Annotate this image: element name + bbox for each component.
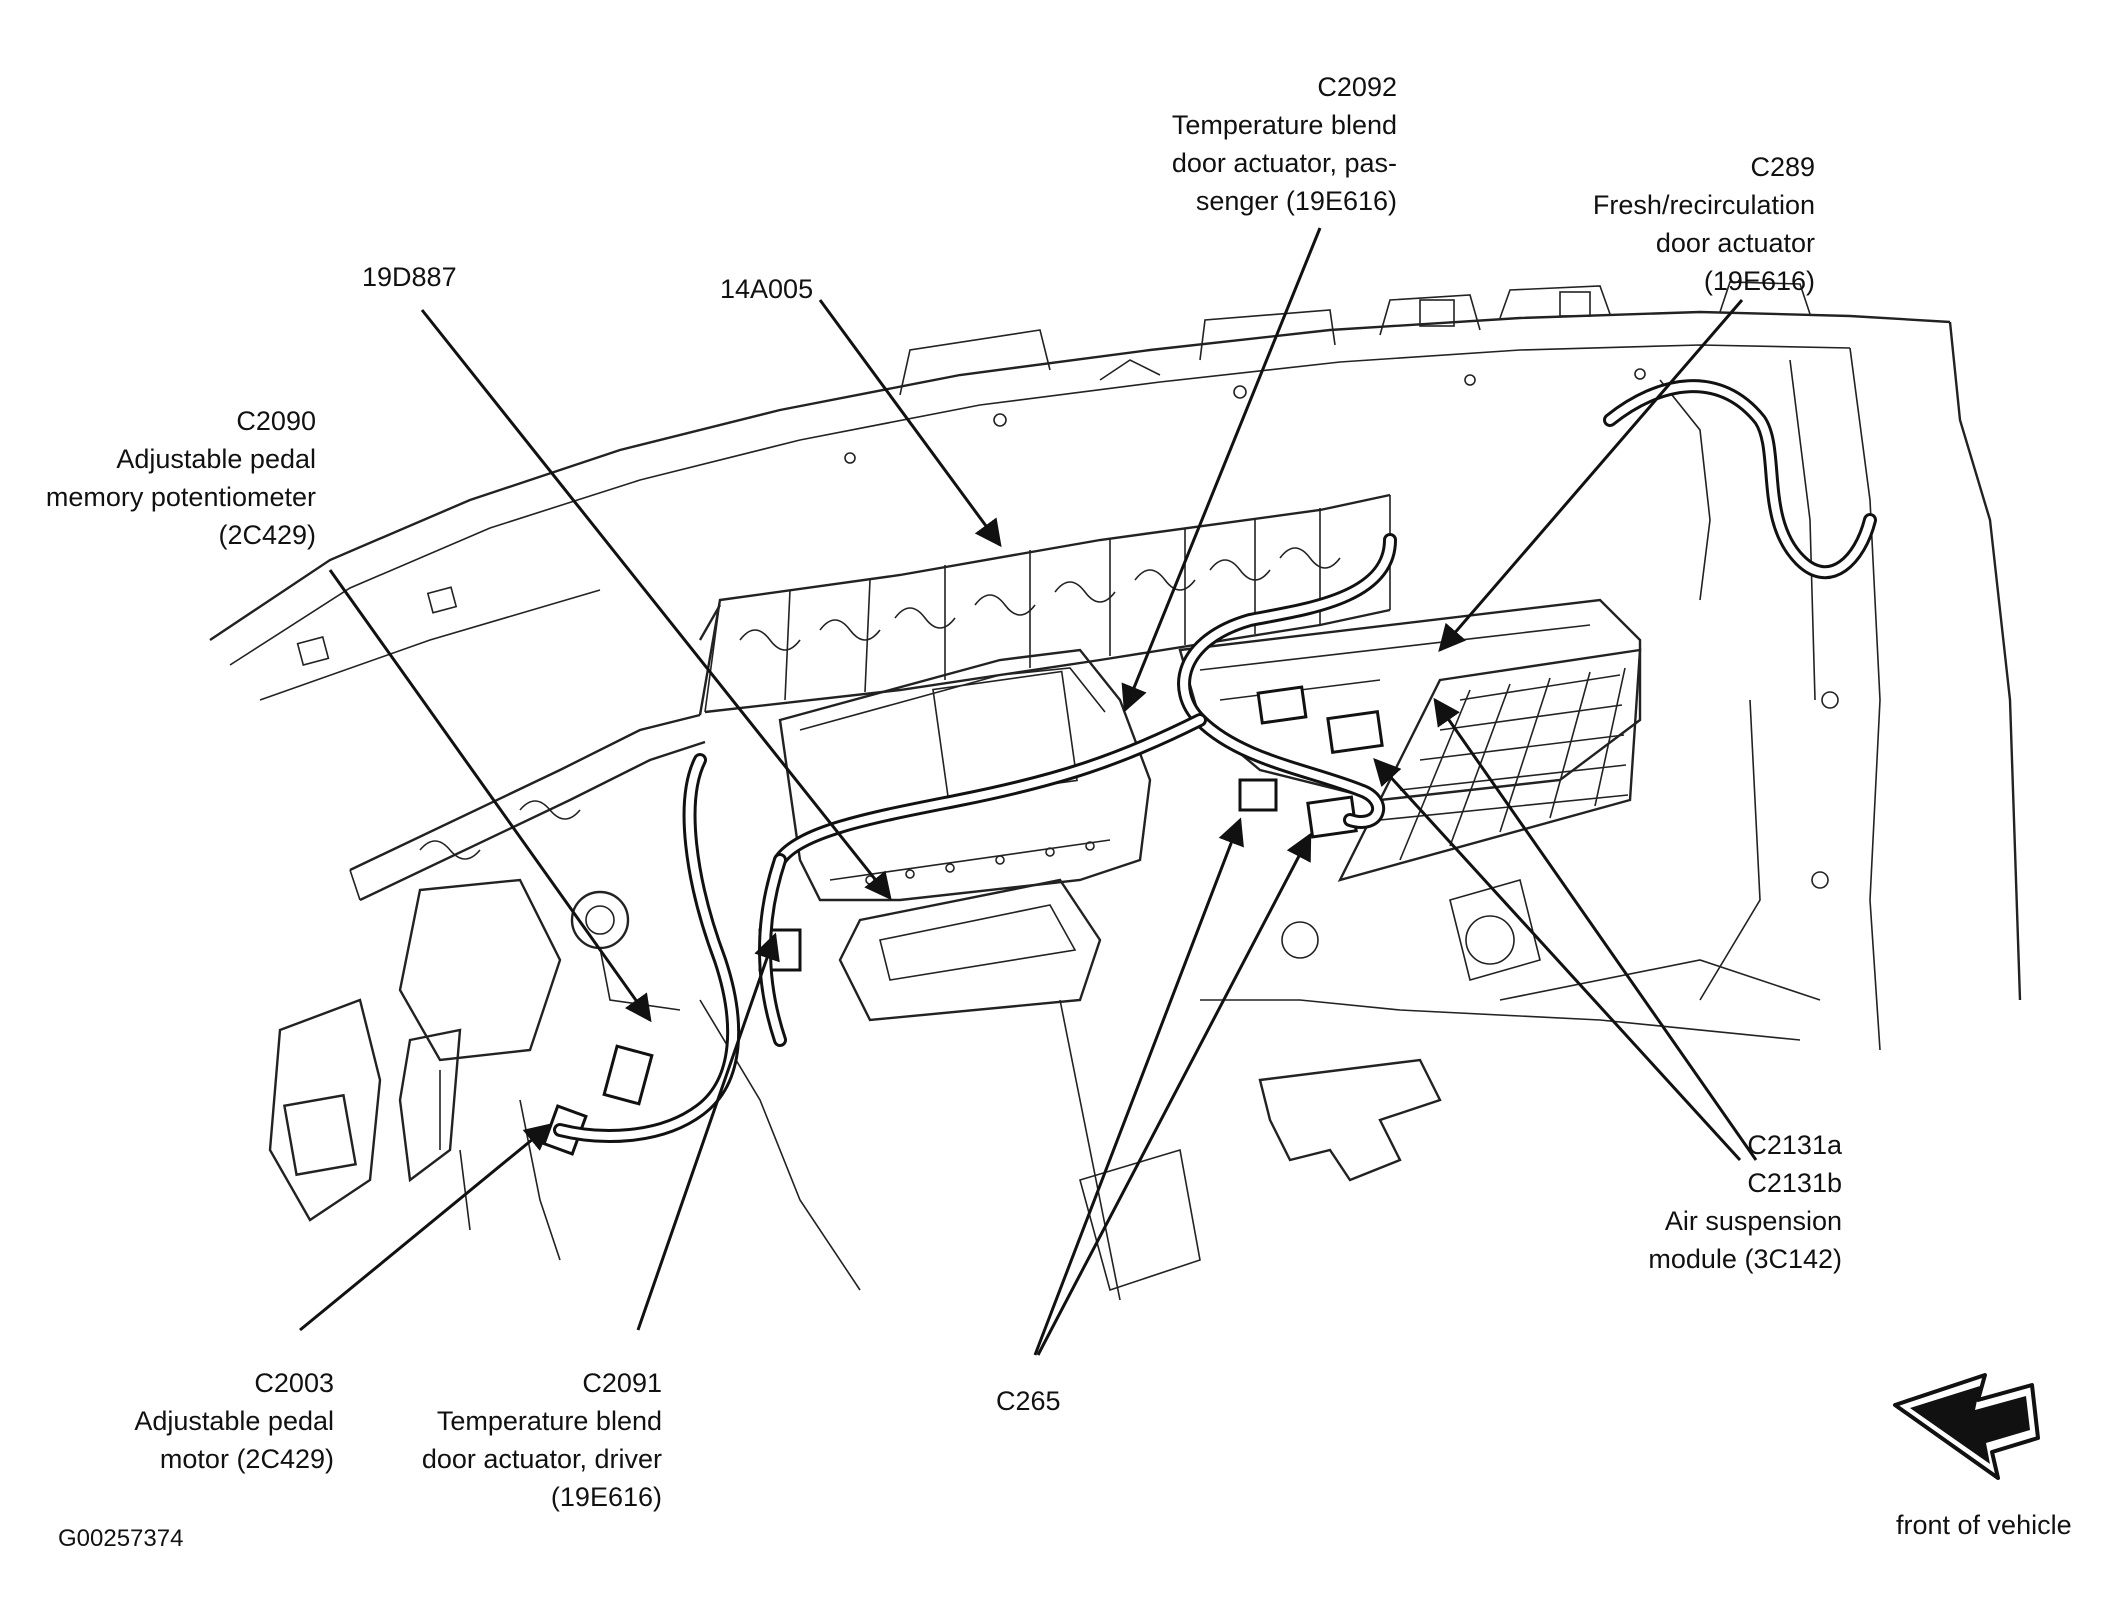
figure-id: G00257374 (58, 1525, 184, 1552)
leader-c2091 (636, 932, 780, 1331)
callout-c2092-line-4: senger (19E616) (1195, 186, 1397, 216)
callout-c2003-line-1: C2003 (254, 1368, 334, 1398)
callout-19d887-line-1: 19D887 (362, 262, 457, 292)
callout-c2092-line-1: C2092 (1317, 72, 1397, 102)
leader-c2003 (299, 1123, 553, 1332)
leader-lines (299, 227, 1758, 1356)
callout-c2003-line-2: Adjustable pedal (134, 1406, 334, 1436)
callout-c265-line-1: C265 (996, 1386, 1061, 1416)
callout-c2131-line-3: Air suspension (1664, 1206, 1842, 1236)
callout-c2090-line-4: (2C429) (218, 520, 316, 550)
callout-c2092: C2092 Temperature blend door actuator, p… (1172, 68, 1397, 220)
callout-c2131-line-2: C2131b (1747, 1168, 1842, 1198)
leader-14a005 (818, 299, 1002, 548)
hvac-module (1178, 598, 1642, 882)
cowl-panel (209, 281, 1951, 701)
right-pillar (1499, 321, 2022, 1051)
callout-c265: C265 (996, 1382, 1061, 1420)
callout-c2131: C2131a C2131b Air suspension module (3C1… (1648, 1126, 1842, 1278)
callout-c289-line-4: (19E616) (1703, 266, 1815, 296)
callout-c289-line-3: door actuator (1655, 228, 1815, 258)
leader-c265-b (1036, 832, 1312, 1356)
callout-c2092-line-2: Temperature blend (1171, 110, 1397, 140)
callout-c2091-line-3: door actuator, driver (421, 1444, 662, 1474)
cross-car-beam (349, 493, 1391, 902)
callout-c2090-line-3: memory potentiometer (45, 482, 316, 512)
center-stack (778, 648, 1152, 1022)
front-direction-arrow (1893, 1373, 2040, 1480)
callout-c2091: C2091 Temperature blend door actuator, d… (422, 1364, 662, 1516)
floor-tunnel (699, 879, 1801, 1301)
callout-c2091-line-1: C2091 (582, 1368, 662, 1398)
leader-c265-a (1033, 817, 1244, 1356)
callout-c2090-line-2: Adjustable pedal (116, 444, 316, 474)
front-of-vehicle-label: front of vehicle (1896, 1510, 2072, 1540)
callout-c2091-line-2: Temperature blend (436, 1406, 662, 1436)
wiring-harness (553, 533, 1397, 1143)
leader-c2090 (328, 569, 652, 1023)
callout-c2003-line-3: motor (2C429) (159, 1444, 334, 1474)
leader-c289 (1438, 299, 1744, 653)
callout-c2091-line-4: (19E616) (550, 1482, 662, 1512)
callout-c289-line-2: Fresh/recirculation (1592, 190, 1815, 220)
callout-14a005: 14A005 (720, 270, 813, 308)
leader-c2131a (1373, 758, 1742, 1162)
callout-c2003: C2003 Adjustable pedal motor (2C429) (134, 1364, 334, 1478)
callout-c2090-line-1: C2090 (236, 406, 316, 436)
leader-19d887 (420, 309, 892, 901)
callout-19d887: 19D887 (362, 258, 457, 296)
callout-c2090: C2090 Adjustable pedal memory potentiome… (46, 402, 316, 554)
leader-c2092 (1121, 227, 1322, 713)
callout-c289-line-1: C289 (1750, 152, 1815, 182)
callout-c2092-line-3: door actuator, pas- (1171, 148, 1397, 178)
callout-c2131-line-1: C2131a (1747, 1130, 1842, 1160)
callout-14a005-line-1: 14A005 (720, 274, 814, 304)
leader-c2131b (1433, 697, 1758, 1161)
callout-c2131-line-4: module (3C142) (1648, 1244, 1842, 1274)
callout-c289: C289 Fresh/recirculation door actuator (… (1593, 148, 1815, 300)
